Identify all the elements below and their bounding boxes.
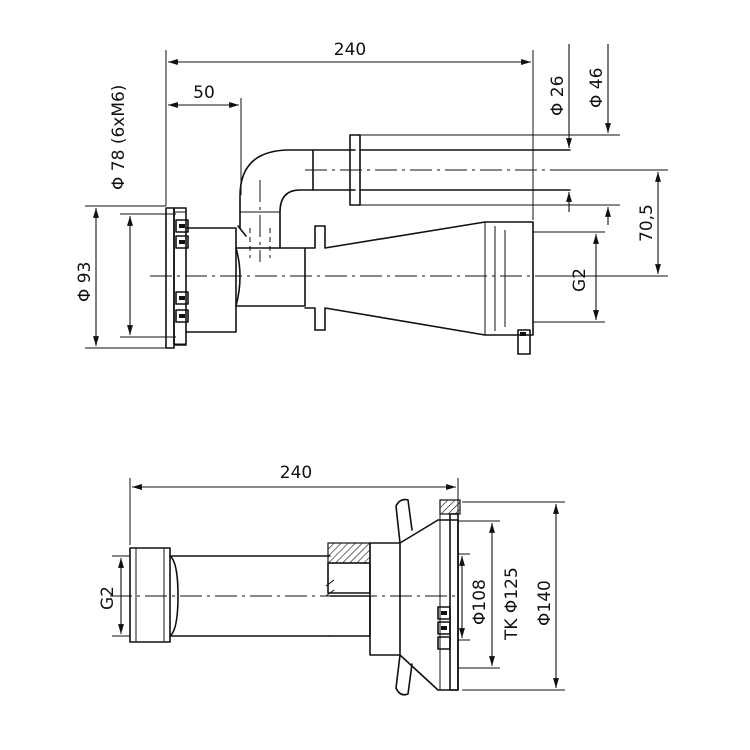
dim-pipe-small: Φ 26 xyxy=(548,76,568,116)
dim-bolt-circle: Φ 78 (6xM6) xyxy=(109,85,129,190)
dim-thread-bottom: G2 xyxy=(98,586,118,610)
front-bolts xyxy=(437,606,451,650)
front-flange xyxy=(395,498,413,544)
side-view: 240 50 Φ 78 (6xM6) Φ 93 Φ 26 Φ 46 70,5 G xyxy=(75,40,668,355)
dim-flange-dia: Φ 93 xyxy=(75,262,95,302)
dim-inner-dia: Φ108 xyxy=(470,579,490,625)
hatched-nut xyxy=(327,542,371,564)
dim-offset: 50 xyxy=(193,83,215,103)
elbow-pipe xyxy=(239,149,356,229)
wall-flange xyxy=(165,207,175,349)
dim-total-length-bottom: 240 xyxy=(280,463,312,483)
bottom-view: 240 G2 Φ108 TK Φ125 Φ140 xyxy=(98,463,565,696)
cone-nozzle xyxy=(304,221,534,336)
flange-bolts xyxy=(175,219,189,323)
dim-height: 70,5 xyxy=(637,204,657,242)
threaded-inlet xyxy=(129,547,171,643)
dim-thread: G2 xyxy=(570,268,590,292)
housing-body xyxy=(185,227,237,333)
funnel-housing xyxy=(369,519,459,691)
dim-total-length: 240 xyxy=(334,40,366,60)
dim-outer-dia: Φ140 xyxy=(535,580,555,626)
dim-pipe-large: Φ 46 xyxy=(587,68,607,108)
dim-bolt-circle-bottom: TK Φ125 xyxy=(502,567,522,641)
